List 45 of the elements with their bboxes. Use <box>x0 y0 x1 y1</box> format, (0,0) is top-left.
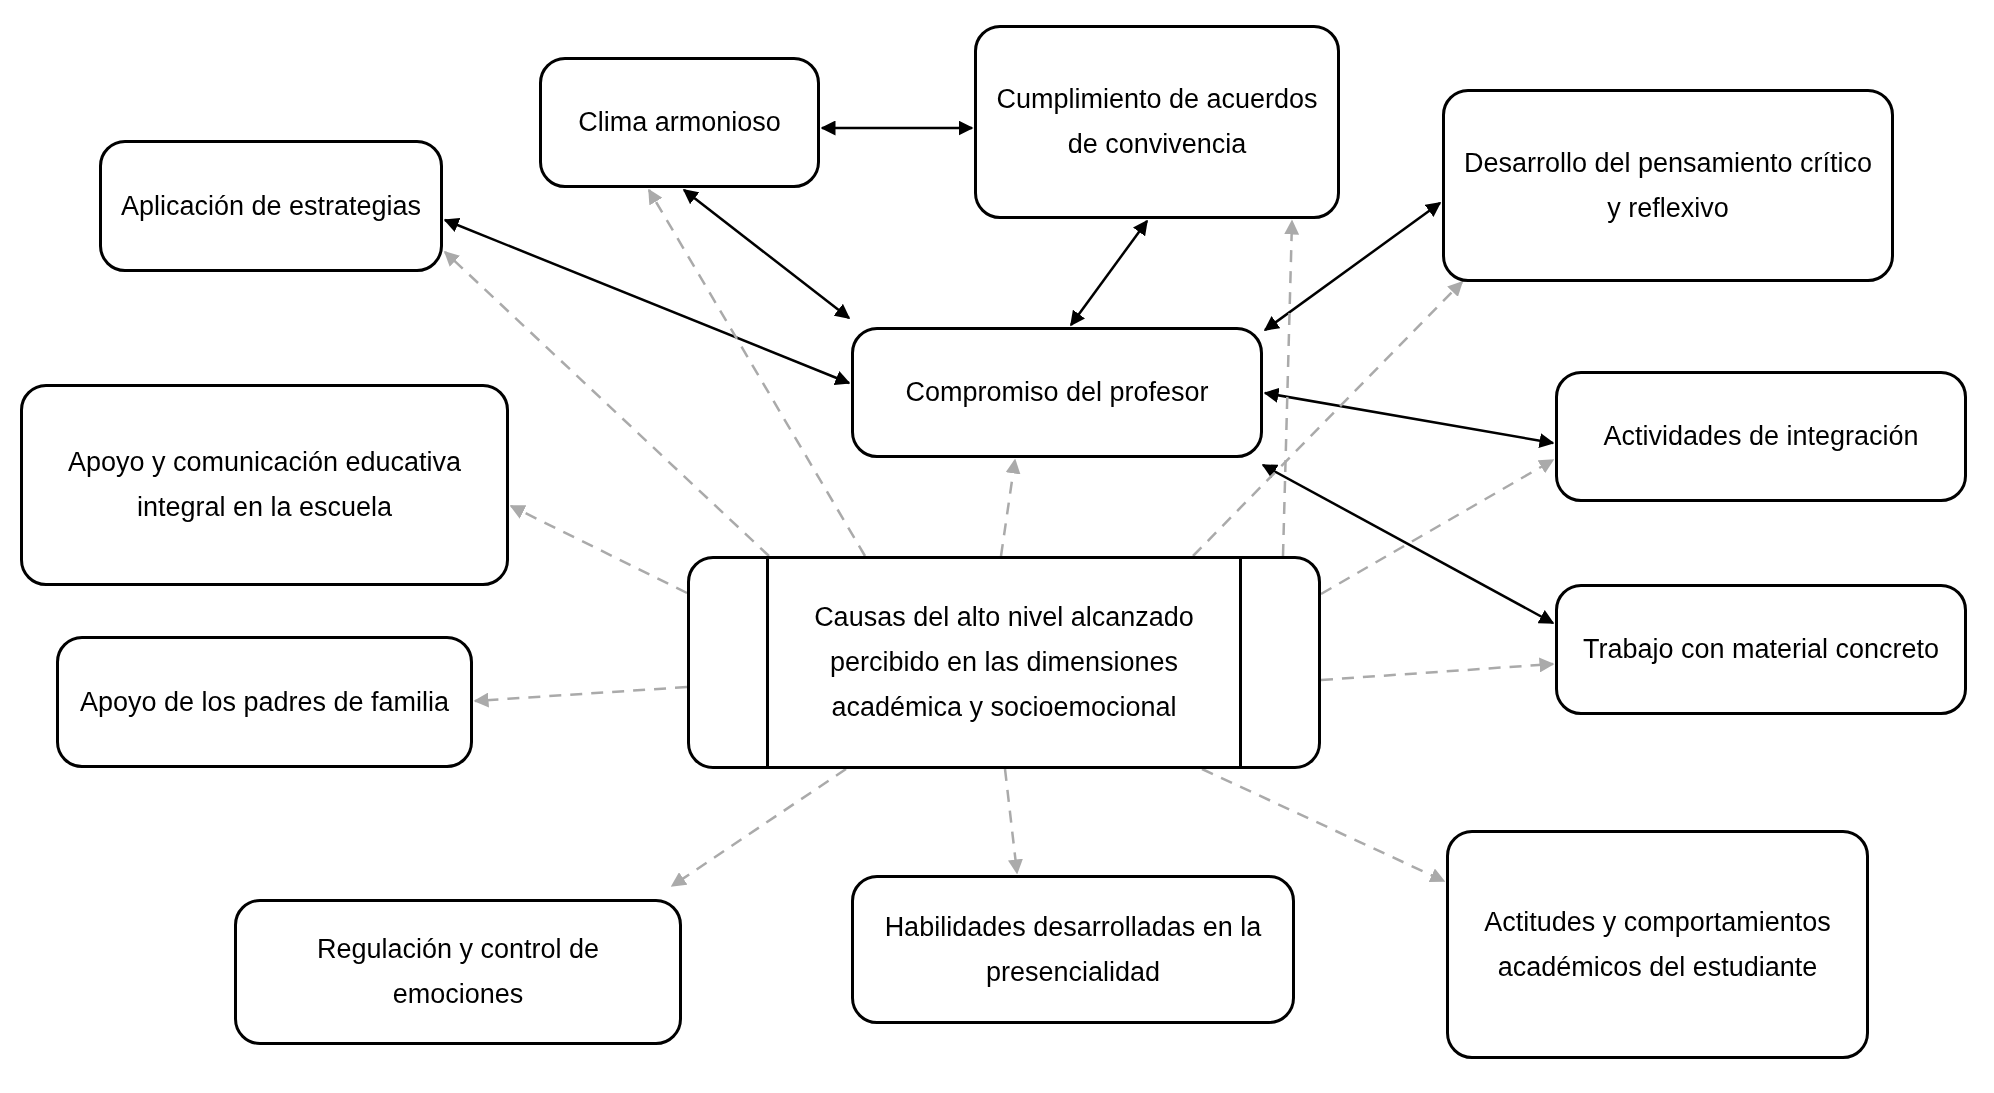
node-text: Causas del alto nivel alcanzado percibido en las dimensiones académica y socioemocional <box>813 601 1195 724</box>
arrow <box>1201 767 1446 883</box>
node-text: Cumplimiento de acuerdos de convivencia <box>995 83 1319 161</box>
arrow <box>1281 219 1300 557</box>
arrow <box>443 250 770 557</box>
arrow <box>473 685 688 708</box>
arrow <box>1263 202 1442 331</box>
rounded-box <box>851 327 1263 458</box>
arrow <box>670 767 847 888</box>
node-text: Regulación y control de emociones <box>315 933 601 1011</box>
arrow <box>820 120 974 136</box>
node-text: Desarrollo del pensamiento crítico y reflexivo <box>1462 146 1874 225</box>
rounded-box <box>1442 89 1894 282</box>
node-text: Aplicación de estrategias <box>120 189 422 223</box>
rounded-box <box>1446 830 1869 1059</box>
rounded-box <box>234 899 682 1045</box>
rounded-box <box>974 25 1340 219</box>
rounded-box <box>851 875 1295 1024</box>
rounded-box <box>20 384 509 586</box>
arrow <box>1320 657 1555 682</box>
rounded-box <box>539 57 820 188</box>
rounded-box <box>99 140 443 272</box>
rounded-box <box>1555 584 1967 715</box>
arrow <box>1320 458 1555 596</box>
node-text: Actitudes y comportamientos académicos del estudiante <box>1483 905 1832 984</box>
arrow <box>509 504 688 595</box>
node-text: Apoyo de los padres de familia <box>79 685 450 719</box>
process-box <box>687 556 1321 769</box>
arrow <box>443 218 851 385</box>
node-text: Trabajo con material concreto <box>1582 633 1940 666</box>
rounded-box <box>1555 371 1967 502</box>
arrow <box>1261 463 1555 625</box>
arrow <box>647 188 867 557</box>
node-text: Habilidades desarrolladas en la presencialidad <box>883 910 1263 989</box>
node-text: Clima armonioso <box>578 106 781 139</box>
node-text: Compromiso del profesor <box>905 376 1209 409</box>
arrow <box>1192 280 1464 557</box>
arrow <box>999 458 1021 557</box>
node-text: Actividades de integración <box>1603 420 1919 453</box>
arrow <box>1263 387 1555 449</box>
node-text: Apoyo y comunicación educativa integral en la escuela <box>66 446 463 524</box>
arrow <box>1070 219 1148 327</box>
arrow <box>682 189 851 319</box>
rounded-box <box>56 636 473 768</box>
arrow <box>1003 768 1023 875</box>
